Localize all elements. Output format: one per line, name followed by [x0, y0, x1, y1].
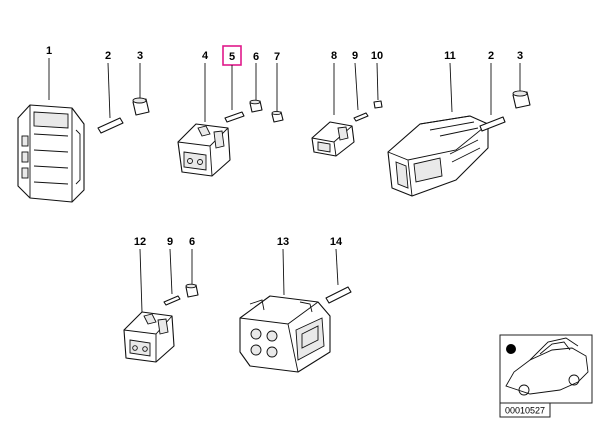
reference-box: 00010527: [499, 334, 593, 418]
callout-5[interactable]: 5: [229, 51, 235, 63]
callout-12[interactable]: 12: [134, 236, 146, 248]
part-9b-pin[interactable]: [163, 295, 181, 306]
part-6a-sleeve[interactable]: [249, 99, 263, 113]
black-dot-marker: [506, 344, 516, 354]
part-2a-pin[interactable]: [97, 117, 124, 134]
car-silhouette-icon: [505, 337, 589, 396]
part-2b-pin[interactable]: [479, 116, 506, 132]
part-7-seal[interactable]: [271, 110, 284, 123]
callout-10[interactable]: 10: [371, 50, 383, 62]
part-14-pin[interactable]: [325, 286, 352, 304]
reference-code: 00010527: [505, 406, 545, 416]
part-9a-pin[interactable]: [353, 112, 369, 122]
part-13-housing[interactable]: [239, 295, 331, 373]
part-3b-sleeve[interactable]: [512, 90, 531, 109]
part-1-housing[interactable]: [17, 104, 85, 203]
part-6b-sleeve[interactable]: [185, 283, 199, 298]
callout-2b[interactable]: 2: [488, 50, 494, 62]
part-4-connector[interactable]: [177, 123, 231, 177]
callout-3b[interactable]: 3: [517, 50, 523, 62]
callout-3a[interactable]: 3: [137, 50, 143, 62]
part-5-pin[interactable]: [224, 111, 245, 123]
part-11-housing[interactable]: [387, 115, 489, 197]
part-10-seal[interactable]: [373, 100, 383, 109]
callout-6b[interactable]: 6: [189, 236, 195, 248]
part-3a-sleeve[interactable]: [132, 97, 150, 116]
leader-lines: [48, 58, 521, 313]
part-12-connector[interactable]: [123, 311, 175, 363]
callout-1[interactable]: 1: [46, 45, 52, 57]
callout-6a[interactable]: 6: [253, 51, 259, 63]
callout-13[interactable]: 13: [277, 236, 289, 248]
callout-7[interactable]: 7: [274, 51, 280, 63]
callout-11[interactable]: 11: [444, 50, 456, 62]
callout-14[interactable]: 14: [330, 236, 343, 248]
callout-8[interactable]: 8: [331, 50, 337, 62]
callout-9a[interactable]: 9: [352, 50, 358, 62]
part-8-connector[interactable]: [311, 121, 355, 157]
callout-2a[interactable]: 2: [105, 50, 111, 62]
callout-9b[interactable]: 9: [167, 236, 173, 248]
callout-4[interactable]: 4: [202, 50, 209, 62]
